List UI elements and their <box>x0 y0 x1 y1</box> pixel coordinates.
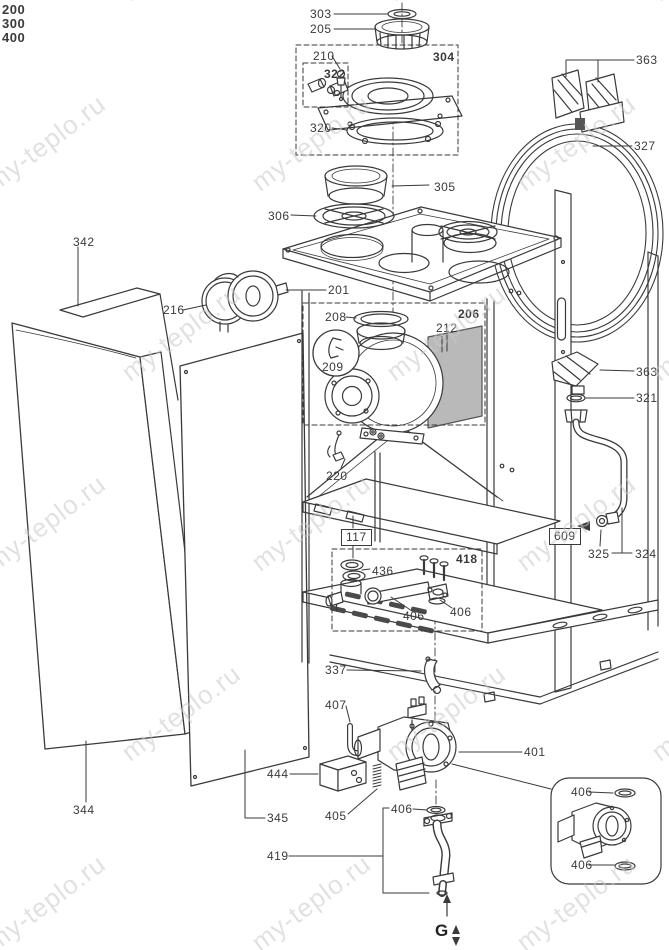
chassis-frame <box>301 189 572 693</box>
part-label-344: 344 <box>73 803 95 817</box>
part-label-337: 337 <box>325 663 347 677</box>
sensor-210 <box>336 69 346 102</box>
leader-lines <box>77 13 635 894</box>
part-label-436: 436 <box>372 564 394 578</box>
part-label-419: 419 <box>267 849 289 863</box>
part-label-609: 609 <box>549 528 581 546</box>
part-label-305: 305 <box>434 180 456 194</box>
burner-shelf <box>302 451 561 555</box>
part-label-201: 201 <box>328 283 350 297</box>
part-label-363-mid: 363 <box>636 365 658 379</box>
part-label-406-inset-top: 406 <box>571 785 593 799</box>
part-label-418: 418 <box>456 552 478 566</box>
part-label-401: 401 <box>524 745 546 759</box>
gas-valve-401 <box>353 696 457 791</box>
gas-connection-symbol: G <box>435 921 449 940</box>
grille-on-frame <box>438 220 498 244</box>
bracket-337 <box>423 656 442 695</box>
part-label-209: 209 <box>322 360 344 374</box>
pressure-switch-216 <box>201 270 289 333</box>
gas-inlet-pipe-419 <box>423 805 455 897</box>
magnifier-detail-209 <box>312 329 360 377</box>
direction-arrow-icon <box>577 521 590 531</box>
gasket-320 <box>346 117 444 145</box>
clip-220 <box>327 428 385 462</box>
flue-cap-205 <box>374 18 430 50</box>
part-label-321: 321 <box>636 391 658 405</box>
spring-405 <box>372 763 382 788</box>
part-label-216: 216 <box>163 303 185 317</box>
electrode-kit-322 <box>307 77 341 97</box>
part-label-345: 345 <box>267 811 289 825</box>
dashed-box-304 <box>295 44 459 156</box>
part-label-407: 407 <box>325 698 347 712</box>
part-label-208: 208 <box>325 310 347 324</box>
bracket-363-mid <box>551 351 599 395</box>
model-label-300: 300 <box>2 16 26 31</box>
part-label-342: 342 <box>73 235 95 249</box>
part-label-304: 304 <box>433 50 455 64</box>
bottom-tray <box>302 568 659 705</box>
gas-flow-icon <box>452 925 460 946</box>
pipe-324 <box>564 409 628 531</box>
part-label-406-flange: 406 <box>450 605 472 619</box>
part-label-306: 306 <box>268 209 290 223</box>
model-label-200: 200 <box>2 2 26 17</box>
part-label-322: 322 <box>324 67 346 81</box>
front-panel-345 <box>179 332 310 787</box>
part-label-324: 324 <box>635 547 657 561</box>
part-label-327: 327 <box>634 139 656 153</box>
side-panel-342 <box>59 287 179 401</box>
part-label-325: 325 <box>588 547 610 561</box>
part-label-210: 210 <box>313 49 335 63</box>
part-label-303: 303 <box>310 7 332 21</box>
part-label-444: 444 <box>267 767 289 781</box>
gasket-208 <box>353 310 409 328</box>
part-label-406-elbow: 406 <box>403 609 425 623</box>
oring-321 <box>566 393 586 403</box>
transformer-444 <box>319 755 367 792</box>
dashed-box-206 <box>302 302 486 426</box>
inset-valve-406 <box>550 777 662 885</box>
dashed-box-418 <box>331 548 483 632</box>
model-label-400: 400 <box>2 30 26 45</box>
part-label-320: 320 <box>310 121 332 135</box>
part-label-205: 205 <box>310 22 332 36</box>
up-arrow-icon <box>443 894 451 917</box>
part-label-212: 212 <box>436 321 458 335</box>
part-label-406-inset-bottom: 406 <box>571 858 593 872</box>
part-label-220: 220 <box>326 469 348 483</box>
part-label-206: 206 <box>458 307 480 321</box>
part-label-117: 117 <box>341 529 372 547</box>
blower-fan-206 <box>324 322 444 445</box>
part-label-405: 405 <box>325 809 347 823</box>
part-label-363-top: 363 <box>636 53 658 67</box>
part-label-406-pipe: 406 <box>391 802 413 816</box>
mounting-brackets-363-top <box>551 69 625 133</box>
